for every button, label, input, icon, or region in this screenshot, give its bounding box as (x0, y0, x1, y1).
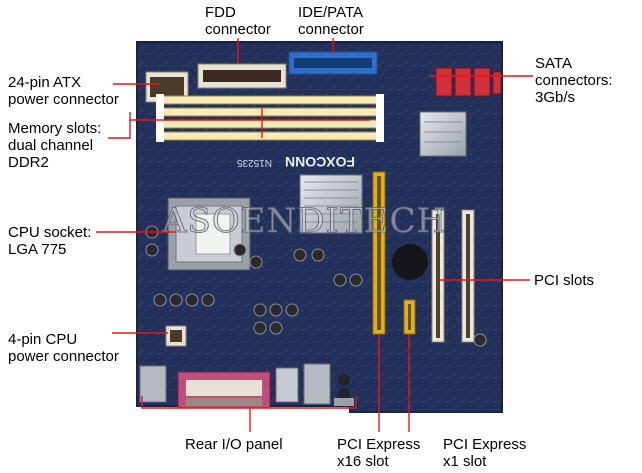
label-pcie1-line1: PCI Express (443, 436, 527, 453)
label-pci-line1: PCI slots (534, 272, 595, 289)
cpu-power-connector (165, 325, 187, 347)
label-atx-power: 24-pin ATX power connector (8, 74, 119, 108)
label-pci-slots: PCI slots (534, 272, 594, 289)
label-cpu-line2: LGA 775 (8, 241, 67, 258)
audio-chip (392, 244, 428, 280)
board-brand: FOXCONN (285, 154, 355, 170)
cpu-socket (167, 197, 251, 271)
watermark: ASOENDITECH (161, 201, 447, 241)
label-memory-slots: Memory slots: dual channel DDR2 (8, 120, 101, 171)
label-atx-line1: 24-pin ATX (8, 74, 82, 91)
pcie-x1-slot (403, 299, 416, 335)
label-fdd-line2: connector (205, 21, 271, 38)
label-ide-connector: IDE/PATA connector (298, 4, 364, 38)
label-rear-io-line1: Rear I/O panel (185, 436, 283, 453)
label-pcie16-line1: PCI Express (337, 436, 421, 453)
label-sata-line3: 3Gb/s (535, 89, 576, 106)
label-ide-line2: connector (298, 21, 364, 38)
label-cpu-socket: CPU socket: LGA 775 (8, 224, 91, 258)
label-pcie1-line2: x1 slot (443, 453, 487, 470)
label-cpu-line1: CPU socket: (8, 224, 92, 241)
fdd-connector (197, 63, 287, 89)
southbridge-heatsink (419, 111, 467, 157)
label-pcie-x16: PCI Express x16 slot (337, 436, 420, 470)
label-memory-line1: Memory slots: (8, 120, 102, 137)
board-labels: FOXCONN N15235 (237, 154, 355, 170)
label-cpu-power-line1: 4-pin CPU (8, 331, 78, 348)
label-rear-io: Rear I/O panel (185, 436, 283, 453)
label-sata-line2: connectors: (535, 72, 613, 89)
board-model-text: N15235 (237, 157, 272, 168)
northbridge-heatsink (299, 174, 363, 234)
label-atx-line2: power connector (8, 91, 119, 108)
pci-slots (431, 209, 475, 343)
label-memory-line2: dual channel (8, 137, 94, 154)
pcie-x16-slot (372, 171, 386, 335)
label-sata-connectors: SATA connectors: 3Gb/s (535, 55, 613, 106)
label-ide-line1: IDE/PATA (298, 4, 364, 21)
label-fdd-line1: FDD (205, 4, 236, 21)
label-cpu-power-line2: power connector (8, 348, 119, 365)
label-cpu-power: 4-pin CPU power connector (8, 331, 119, 365)
label-memory-line3: DDR2 (8, 154, 49, 171)
label-pcie-x1: PCI Express x1 slot (443, 436, 526, 470)
ide-connector (288, 51, 378, 75)
label-pcie16-line2: x16 slot (337, 453, 389, 470)
label-sata-line1: SATA (535, 55, 572, 72)
sata-ports (435, 67, 502, 97)
capacitors (145, 225, 487, 347)
label-fdd-connector: FDD connector (205, 4, 271, 38)
